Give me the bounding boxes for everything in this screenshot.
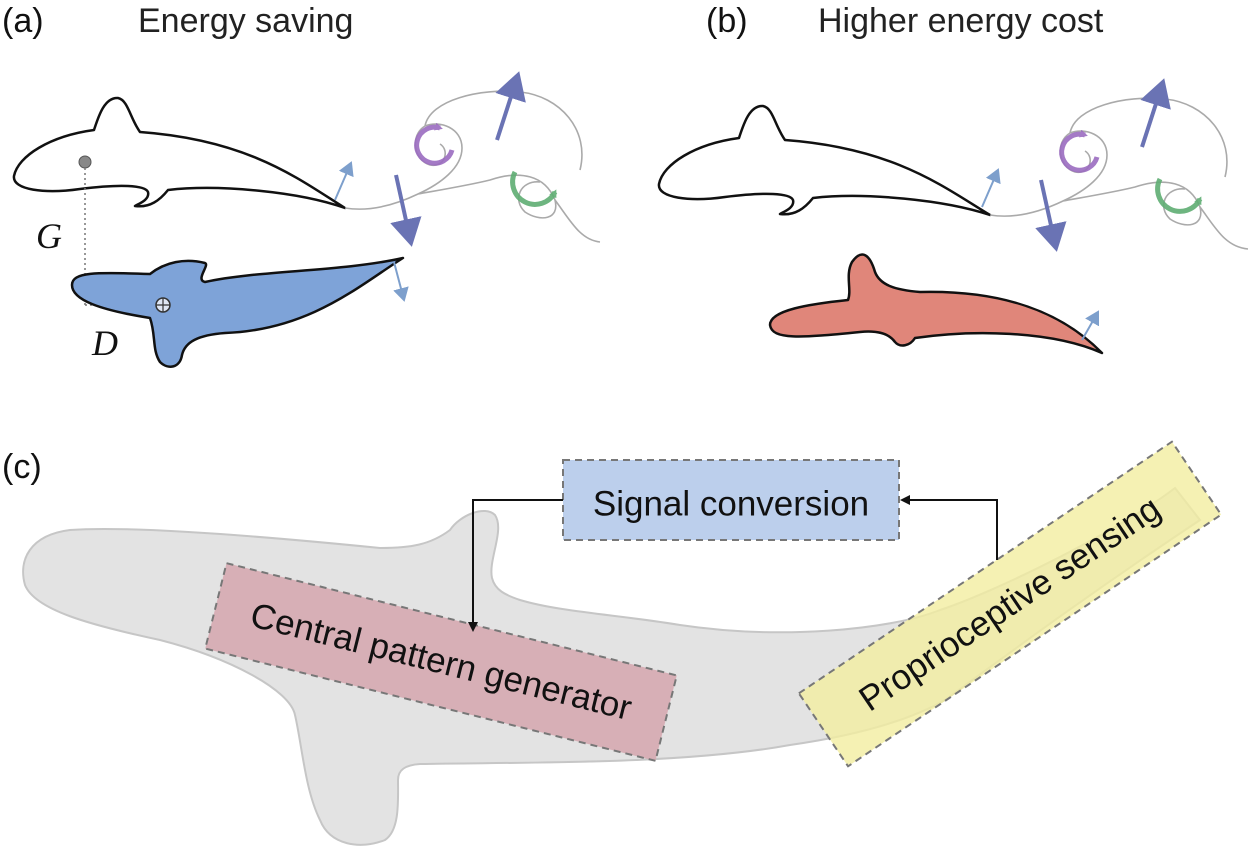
- vortex-green-b: [1155, 177, 1203, 214]
- sensing-to-signal-arrow: [900, 495, 998, 560]
- wake-line-a: [344, 90, 601, 243]
- lateral-distance-symbol: G: [36, 216, 62, 256]
- leader-fish-b: [657, 104, 992, 217]
- wake-line-b: [989, 97, 1249, 250]
- panel-c: (c) Signal conversion Central pattern ge…: [2, 440, 1223, 846]
- vortex-green-a: [510, 170, 558, 207]
- thrust-arrow-leader-b: [981, 168, 1001, 208]
- panel-a: (a) Energy saving G D: [2, 2, 601, 368]
- jet-arrow-down-a: [390, 174, 422, 247]
- follower-fish-energy-saving: [70, 256, 405, 368]
- signal-conversion-box: [562, 459, 900, 541]
- panel-a-title: Energy saving: [138, 2, 353, 40]
- central-pattern-generator-box: [204, 561, 678, 763]
- signal-to-cpg-arrow: [468, 499, 563, 632]
- panel-a-label: (a): [2, 2, 44, 40]
- thrust-arrow-leader-a: [334, 161, 354, 201]
- follower-fish-higher-cost: [768, 253, 1104, 355]
- panel-b-label: (b): [706, 2, 748, 40]
- jet-arrow-up-a: [495, 71, 526, 141]
- jet-arrow-up-b: [1140, 78, 1171, 148]
- longitudinal-distance-symbol: D: [91, 323, 118, 363]
- signal-conversion-label: Signal conversion: [593, 484, 869, 523]
- thrust-arrow-follower-a: [393, 261, 409, 302]
- thrust-arrow-follower-b: [1081, 310, 1099, 341]
- vortex-purple-a: [414, 122, 455, 166]
- panel-c-label: (c): [2, 448, 42, 486]
- leader-center-marker-a: [78, 155, 92, 169]
- vortex-purple-b: [1059, 129, 1100, 173]
- panel-b: (b) Higher energy cost: [657, 2, 1249, 355]
- jet-arrow-down-b: [1035, 179, 1067, 252]
- follower-center-crosshair-a: [156, 298, 170, 312]
- leader-fish-a: [12, 96, 347, 210]
- panel-b-title: Higher energy cost: [818, 2, 1104, 40]
